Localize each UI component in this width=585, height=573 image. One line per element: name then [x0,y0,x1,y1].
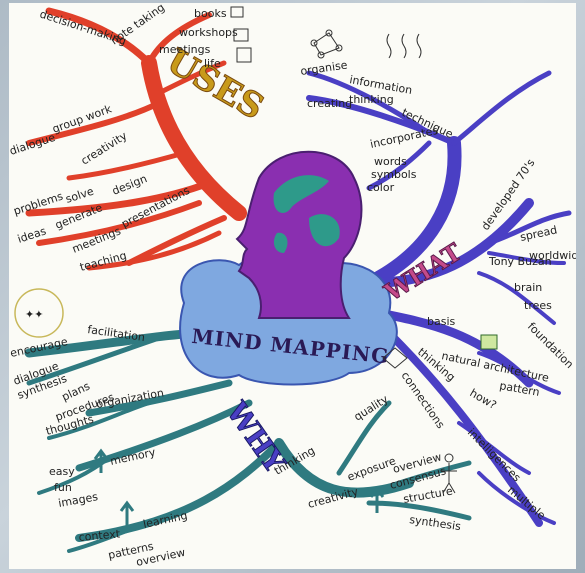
label-dialogue: dialogue [9,131,57,158]
label-teaching: teaching [78,249,128,274]
label-workshops: workshops [179,26,238,39]
label-context: context [78,527,121,544]
label-learning: learning [142,509,189,531]
mind-map-diagram: MIND MAPPING USES WHAT WHY decision-maki… [9,3,576,569]
label-design: design [110,172,149,198]
label-thinking-what: thinking [349,93,394,106]
label-books: books [194,7,227,20]
uses-labels: decision-making note taking books worksh… [9,3,238,274]
label-foundation: foundation [525,320,576,371]
label-creativity: creativity [79,129,130,168]
label-intelligences: intelligences [465,426,524,485]
person-head-doodle [445,454,453,462]
meeting-icon [237,48,251,62]
label-meetings-top: meetings [159,43,211,56]
label-how: how? [468,386,499,412]
label-color: color [367,181,395,194]
label-generate: generate [53,201,104,232]
label-connections: connections [399,369,448,431]
network-doodle [311,30,342,58]
recycle-icon [481,335,497,349]
mind-map-frame: MIND MAPPING USES WHAT WHY decision-maki… [9,3,576,569]
squiggle-doodle [387,34,421,58]
label-words: words [374,155,407,168]
label-tony-buzan: Tony Buzan [488,255,552,268]
label-basis: basis [427,315,456,328]
label-trees: trees [524,299,552,312]
label-easy: easy [49,465,75,478]
label-symbols: symbols [371,168,417,181]
label-multiple: multiple [505,483,548,522]
book-icon [231,7,243,17]
label-fun: fun [54,481,72,494]
label-note-taking: note taking [108,3,167,47]
label-incorporates: incorporates [369,124,440,151]
label-solve: solve [64,185,96,206]
label-life: life [204,57,221,70]
label-brain: brain [514,281,542,294]
label-creating: creating [307,97,352,110]
stick-figures-icon: ✦✦ [25,308,43,321]
